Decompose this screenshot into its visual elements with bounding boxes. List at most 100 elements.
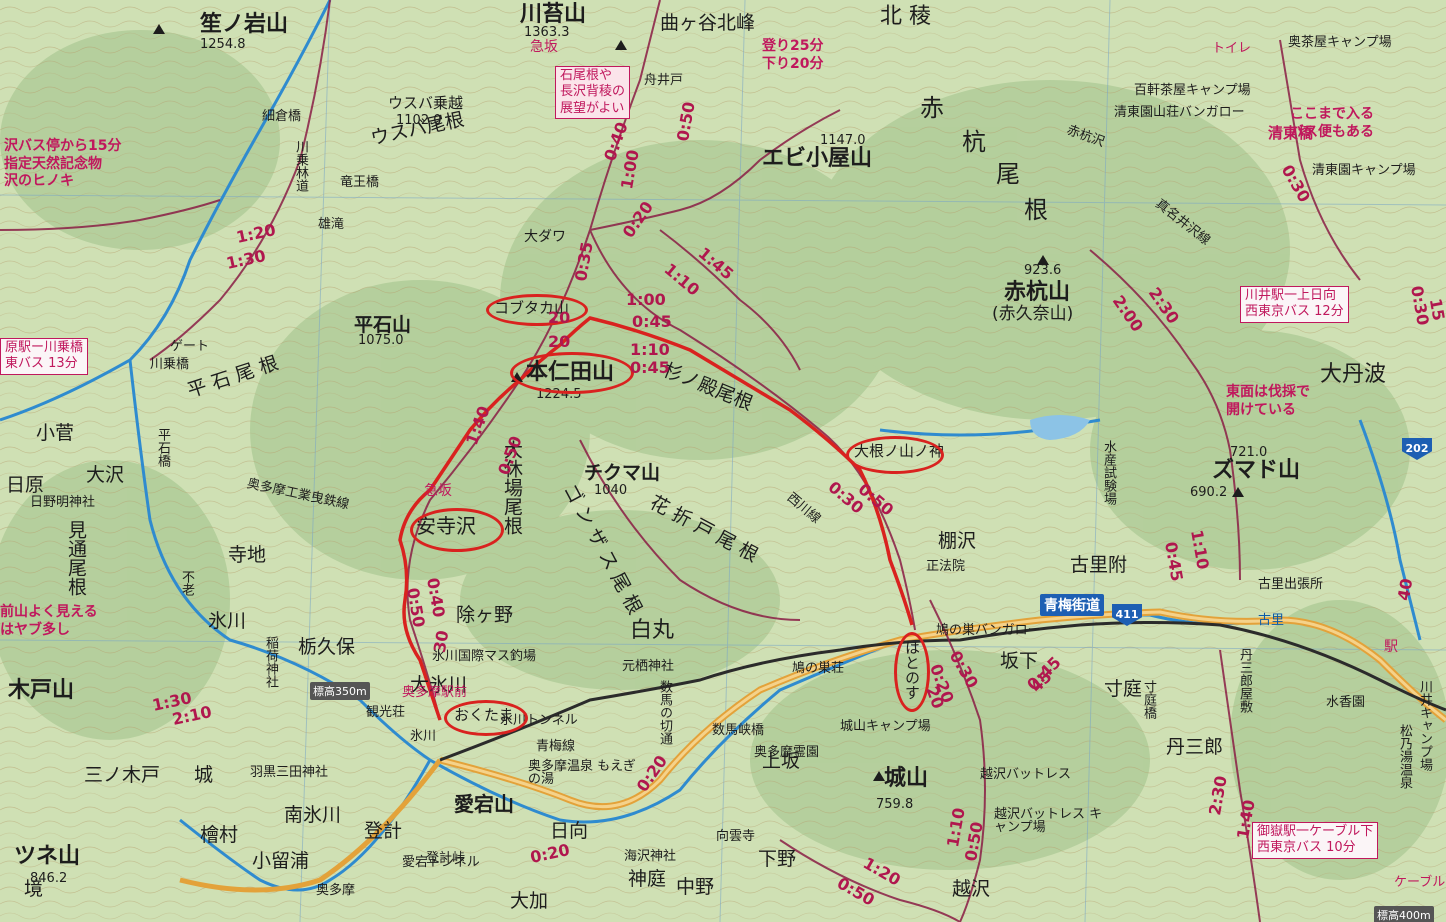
label-ohtawa: 大ダワ (524, 229, 566, 245)
ridge-akakuise-1: 赤 (920, 94, 944, 122)
elev-kitsuneyama: 846.2 (30, 871, 68, 886)
place-funaido: 舟井戸 (644, 73, 684, 88)
time-39: 30 (429, 628, 453, 655)
place-fuku: 不老 (179, 570, 194, 596)
elev-akakuise: 923.6 (1024, 263, 1062, 278)
place-nakano: 中野 (676, 876, 715, 898)
note-seitou-bus: ここまで入る バス便もある (1290, 106, 1374, 140)
place-atago-tunnel: 愛宕トンネル (402, 855, 480, 870)
place-seitoubashi: 清東橋 (1268, 124, 1314, 142)
route-411: 411 (1112, 604, 1142, 626)
elevation-badge: 標高350m (310, 682, 370, 700)
place-seitou-camp: 清東園キャンプ場 (1312, 163, 1416, 178)
place-furusato-office: 古里出張所 (1258, 577, 1324, 592)
label-steep: 急坂 (530, 39, 558, 55)
place-kannsou: 観光荘 (366, 705, 406, 720)
place-jouhouin: 正法院 (926, 559, 966, 574)
place-tokei-pass: 登計峠 (426, 851, 466, 866)
place-seitou-bung: 清東園山荘バンガロー (1114, 105, 1245, 120)
place-yokuno: 除ヶ野 (456, 604, 514, 626)
place-sakae: 境 (24, 878, 44, 900)
elev-ebigoya: 1147.0 (820, 133, 866, 148)
time-11: 1:10 (630, 340, 670, 359)
place-odaba: 大丹波 (1320, 362, 1387, 387)
place-kawanori-bridge: 川乗橋 (150, 357, 190, 372)
note-view-mt: 前山よく見える はヤブ多し (0, 604, 98, 638)
place-kanda: 雄滝 (318, 217, 345, 232)
bus-box-kawai: 川井駅一上日向 西東京バス 12分 (1240, 286, 1349, 323)
peak-kawanoriyama: 川苔山 (520, 2, 587, 27)
peak-akakuise: 赤杭山 (1004, 280, 1071, 305)
circle-honitada (510, 352, 634, 394)
place-hikawa-station: 氷川 (410, 729, 437, 744)
place-gate: ゲート (170, 339, 210, 354)
elev-721: 721.0 (1230, 445, 1268, 460)
elev-usubanorikoshi: 1102.0 (396, 113, 442, 128)
place-inemura: 檜村 (200, 824, 239, 846)
view-note: 石尾根や 長沢背稜の 展望がよい (555, 66, 631, 119)
place-tanzaburo: 丹三郎 (1166, 736, 1224, 758)
peak-atagoyama: 愛宕山 (454, 792, 514, 816)
place-motogumo: 元栖神社 (622, 659, 675, 674)
place-kazuma-kiri: 数馬の切通 (657, 680, 672, 745)
place-eki: 駅 (1384, 639, 1398, 655)
place-jichi: 寺地 (228, 544, 267, 566)
place-matsunoyu: 松乃湯温泉 (1397, 724, 1412, 789)
circle-annjizawa (410, 508, 504, 552)
place-hyakken: 百軒茶屋キャンプ場 (1134, 83, 1251, 98)
place-cable: ケーブル下 (1394, 875, 1446, 890)
peak-ebigoya: エビ小屋山 (762, 146, 873, 171)
place-okaga: 大加 (510, 890, 549, 912)
note-up-down: 登り25分 下り20分 (762, 38, 824, 72)
place-suiko: 水産試験場 (1101, 440, 1116, 505)
place-sannokido: 三ノ木戸 (84, 764, 161, 786)
place-furusato: 古里 (1258, 613, 1285, 628)
elev-kasanoiwa: 1254.8 (200, 37, 246, 52)
time-42: 20 (548, 308, 571, 327)
place-tanazawa: 棚沢 (938, 530, 977, 552)
place-okujaya: 奥茶屋キャンプ場 (1288, 35, 1392, 50)
place-kaizawa-jinja: 海沢神社 (624, 849, 677, 864)
place-kiki: 数馬峡橋 (712, 723, 765, 738)
place-mizuka: 水香園 (1326, 695, 1366, 710)
elev-zumado: 690.2 (1190, 485, 1228, 500)
place-kotaro: 丹三郎屋敷 (1237, 648, 1252, 713)
circle-kotagayama (486, 294, 588, 326)
place-hane: 羽黒三田神社 (250, 765, 329, 780)
label-steep-2: 急坂 (424, 483, 452, 499)
place-jinba: 神庭 (628, 868, 667, 890)
place-sakashita: 坂下 (1000, 650, 1039, 672)
peak-kitsuneyama: ツネ山 (14, 844, 81, 869)
route-202: 202 (1402, 438, 1432, 460)
place-shiromaru: 白丸 (630, 618, 675, 643)
peak-zumado: ズマド山 (1212, 458, 1301, 483)
place-ome-line: 青梅線 (536, 739, 576, 754)
time-38: 20 (548, 332, 571, 351)
time-12: 0:45 (630, 358, 670, 377)
ridge-akakuise-3: 尾 (996, 160, 1020, 188)
hand-drawn-route (398, 316, 914, 721)
place-ichimura: 稲荷神社 (263, 636, 278, 688)
place-shimono: 下野 (758, 848, 797, 870)
place-osawa: 大沢 (86, 464, 125, 486)
place-kotamachi: 小留浦 (252, 850, 310, 872)
peak-kidoyama: 木戸山 (8, 678, 75, 703)
trails (0, 0, 1361, 922)
note-logging: 東面は伐採で 開けている (1226, 384, 1310, 418)
railway (439, 621, 1446, 762)
place-hosokura: 細倉橋 (262, 109, 302, 124)
place-mukoumyouji: 向雲寺 (716, 829, 756, 844)
time-43: 40 (1393, 576, 1417, 603)
time-9: 1:00 (626, 290, 666, 309)
place-hikawa: 氷川 (208, 610, 247, 632)
ridge-ookazura: 大休場尾根 (501, 440, 523, 535)
place-kazusa-butt: 越沢バットレス (980, 767, 1072, 782)
elev-chikuma: 1040 (594, 483, 628, 498)
place-kawanori-rindo: 川乗林道 (293, 140, 308, 192)
peak-chikuma: チクマ山 (584, 462, 661, 484)
ridge-akakuise-4: 根 (1024, 196, 1048, 224)
place-toilet: トイレ (1212, 41, 1252, 56)
place-shiroyama-camp: 城山キャンプ場 (840, 719, 931, 734)
place-hinohara: 日野明神社 (30, 495, 96, 510)
